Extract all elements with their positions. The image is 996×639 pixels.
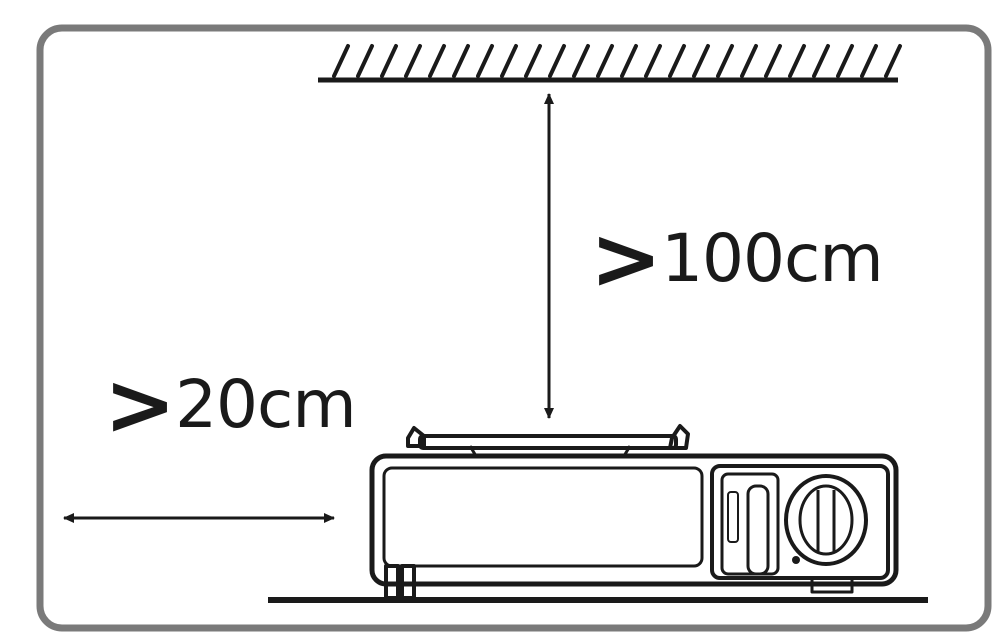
hatch-stroke [380, 44, 398, 78]
hatch-stroke [500, 44, 518, 78]
hatch-stroke [548, 44, 566, 78]
hatch-stroke [428, 44, 446, 78]
hatch-stroke [884, 44, 902, 78]
ceiling-hatch-icon [318, 44, 902, 83]
hatch-stroke [812, 44, 830, 78]
greater-than-symbol: > [104, 355, 176, 455]
hatch-stroke [596, 44, 614, 78]
hatch-stroke [572, 44, 590, 78]
ceiling-clearance-value: 100cm [661, 220, 884, 297]
hatch-stroke [692, 44, 710, 78]
hatch-stroke [404, 44, 422, 78]
hatch-stroke [668, 44, 686, 78]
diagram-frame [36, 24, 992, 632]
ceiling-clearance-label: >100cm [590, 216, 884, 302]
portable-gas-stove-icon [369, 424, 899, 600]
hatch-stroke [740, 44, 758, 78]
greater-than-symbol: > [590, 209, 662, 309]
hatch-stroke [620, 44, 638, 78]
side-clearance-value: 20cm [175, 366, 357, 443]
hatch-stroke [764, 44, 782, 78]
hatch-stroke [476, 44, 494, 78]
hatch-stroke [524, 44, 542, 78]
control-knob-icon [784, 474, 868, 566]
hatch-stroke [836, 44, 854, 78]
hatch-stroke [716, 44, 734, 78]
hatch-stroke [788, 44, 806, 78]
hatch-stroke [860, 44, 878, 78]
hatch-stroke [356, 44, 374, 78]
side-clearance-label: >20cm [104, 362, 357, 448]
hatch-stroke [452, 44, 470, 78]
hatch-stroke [332, 44, 350, 78]
hatch-stroke [644, 44, 662, 78]
